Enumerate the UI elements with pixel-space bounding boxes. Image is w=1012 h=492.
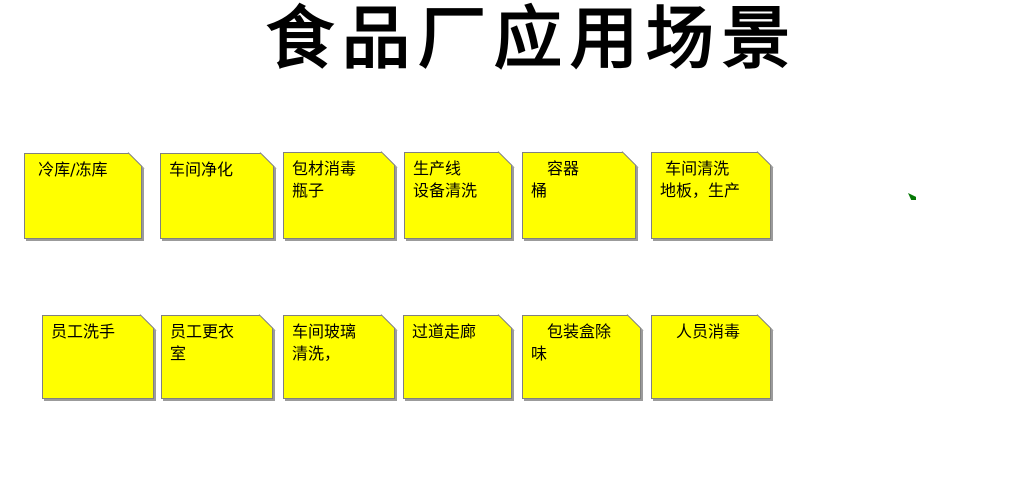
note-shape [160,152,275,239]
note-label: 包装盒除 味 [531,322,612,363]
note-label: 员工更衣 室 [170,322,235,363]
note-label: 员工洗手 [51,322,116,341]
note-staff-changing-room[interactable]: 员工更衣 室 [161,314,274,399]
note-shape [42,314,155,399]
note-label: 车间清洗 地板，生产 [660,159,741,200]
note-label: 生产线 设备清洗 [413,159,478,200]
note-fill [522,315,641,399]
note-corridor-walkway[interactable]: 过道走廊 [403,314,513,399]
note-label: 车间玻璃 清洗， [292,322,357,363]
note-label: 容器 桶 [531,159,580,200]
note-fill [522,152,636,239]
note-shape [651,314,772,399]
note-fill [404,152,512,239]
note-shape [161,314,274,399]
green-corner-mark-icon [908,193,916,200]
note-fill [24,153,142,239]
note-label: 过道走廊 [412,322,477,341]
note-cold-storage[interactable]: 冷库/冻库 [24,152,143,239]
note-containers-buckets[interactable]: 容器 桶 [522,151,637,239]
note-shape [522,314,642,399]
note-shape [24,152,143,239]
note-workshop-glass-cleaning[interactable]: 车间玻璃 清洗， [283,314,396,399]
note-fill [403,315,512,399]
note-fill [283,315,395,399]
note-packaging-material-disinfection[interactable]: 包材消毒 瓶子 [283,151,396,239]
note-label: 冷库/冻库 [33,160,108,179]
note-shape [403,314,513,399]
note-shape [522,151,637,239]
note-production-line-equipment-cleaning[interactable]: 生产线 设备清洗 [404,151,513,239]
note-fill [42,315,154,399]
note-label: 包材消毒 瓶子 [292,159,357,200]
note-label: 车间净化 [169,160,234,179]
note-personnel-disinfection[interactable]: 人员消毒 [651,314,772,399]
slide-title: 食品厂应用场景 [266,0,799,79]
note-fill [283,152,395,239]
note-workshop-floor-cleaning[interactable]: 车间清洗 地板，生产 [651,151,772,239]
note-fill [160,153,274,239]
note-workshop-purification[interactable]: 车间净化 [160,152,275,239]
note-fill [161,315,273,399]
note-shape [283,151,396,239]
note-shape [404,151,513,239]
note-fill [651,315,771,399]
note-label: 人员消毒 [660,322,741,341]
note-shape [651,151,772,239]
note-shape [283,314,396,399]
note-packaging-box-deodorizing[interactable]: 包装盒除 味 [522,314,642,399]
note-fill [651,152,771,239]
note-staff-handwashing[interactable]: 员工洗手 [42,314,155,399]
